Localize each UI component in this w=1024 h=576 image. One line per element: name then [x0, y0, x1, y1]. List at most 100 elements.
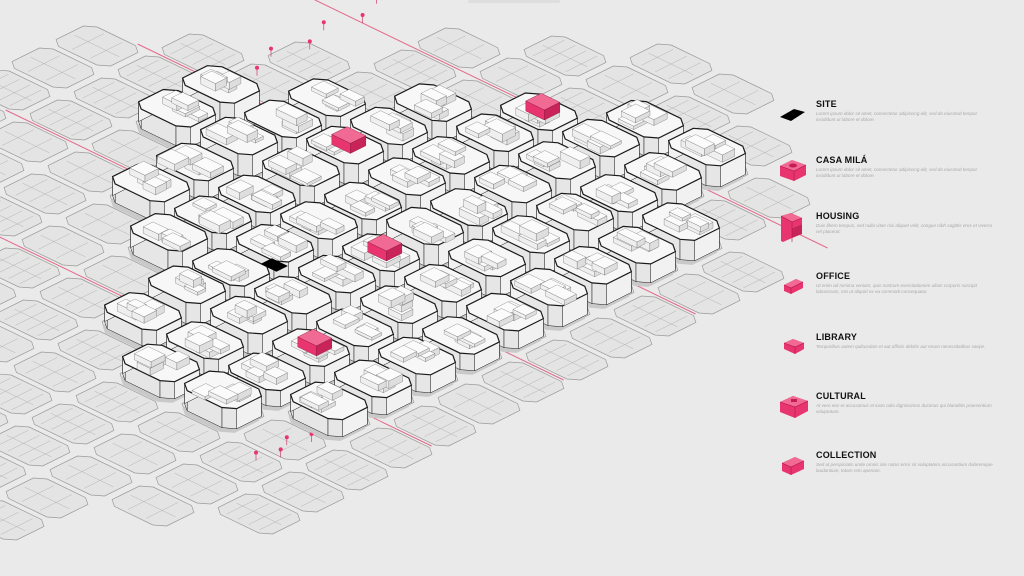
- background-block: [0, 299, 79, 341]
- mass-roof: [549, 196, 577, 211]
- legend-title: CASA MILÁ: [816, 155, 868, 165]
- mass-roof: [249, 352, 280, 367]
- plot-line: [0, 345, 16, 354]
- plot-line: [94, 390, 140, 414]
- plot-line: [368, 436, 414, 460]
- block-outline: [0, 282, 17, 305]
- mass-roof: [620, 103, 651, 119]
- mass-roof: [191, 383, 220, 397]
- plot-line: [14, 308, 60, 332]
- block-outline: [0, 152, 25, 183]
- plot-line: [102, 264, 148, 288]
- mass-roof: [165, 350, 190, 363]
- mass-roof: [300, 392, 329, 406]
- mass-roof: [508, 172, 538, 188]
- building-blocks: [102, 65, 747, 441]
- mass-roof: [226, 179, 254, 193]
- block-wall: [159, 380, 175, 400]
- mass-roof: [412, 222, 444, 238]
- mass-roof: [668, 207, 692, 219]
- plot-line: [236, 502, 282, 526]
- background-block: [0, 325, 35, 363]
- mass-roof: [320, 217, 345, 230]
- background-block: [137, 411, 221, 453]
- mass-roof: [519, 219, 550, 234]
- plot-line: [58, 286, 104, 310]
- mass-roof: [290, 168, 322, 184]
- plot-line: [324, 458, 370, 482]
- plot-line: [348, 80, 394, 104]
- pin-marker: [255, 65, 259, 76]
- plot-line: [560, 96, 606, 120]
- mass-roof: [251, 190, 283, 205]
- background-block: [261, 471, 345, 513]
- block-outline: [0, 121, 69, 163]
- block-wall: [221, 407, 237, 430]
- background-block: [0, 455, 27, 488]
- site-icon: [780, 109, 805, 121]
- block-wall: [327, 418, 343, 438]
- background-block: [0, 425, 71, 467]
- background-block: [13, 351, 97, 393]
- block-wall: [415, 373, 431, 394]
- background-block: [0, 196, 43, 237]
- plot-line: [74, 34, 120, 58]
- background-block: [5, 477, 89, 519]
- background-block: [243, 419, 327, 461]
- plot-line: [48, 108, 94, 132]
- pin-head: [255, 65, 259, 70]
- mass-roof: [265, 285, 291, 298]
- background-block: [657, 273, 741, 315]
- mass-roof: [443, 323, 472, 337]
- mass-roof: [133, 346, 166, 362]
- plot-line: [112, 442, 158, 466]
- background-block: [3, 173, 87, 215]
- block-outline: [0, 69, 51, 111]
- building-block: [136, 88, 217, 151]
- highlight-casa-roof: [525, 93, 561, 111]
- plot-line: [30, 56, 76, 80]
- mass-roof: [463, 195, 487, 207]
- plot-line: [0, 377, 11, 384]
- mass-roof: [208, 385, 239, 400]
- background-block: [481, 361, 565, 403]
- block-wall: [247, 332, 263, 356]
- plot-line: [286, 50, 332, 74]
- block-outline: [0, 196, 43, 237]
- legend-title: LIBRARY: [816, 332, 858, 342]
- background-block: [0, 247, 61, 289]
- background-block: [217, 493, 301, 535]
- block-outline: [0, 412, 9, 427]
- background-block: [305, 449, 389, 491]
- background-block: [57, 329, 141, 371]
- building-block: [154, 142, 235, 203]
- building-block: [182, 370, 263, 433]
- block-wall: [371, 396, 387, 416]
- mass-roof: [371, 192, 400, 207]
- pin-marker: [307, 39, 312, 50]
- library-icon: [783, 339, 805, 354]
- pin-marker: [376, 0, 377, 4]
- mass-roof: [437, 138, 467, 153]
- plot-line: [84, 212, 130, 236]
- plot-line: [76, 338, 122, 362]
- mass-roof: [413, 99, 444, 114]
- plot-line: [588, 326, 634, 350]
- mass-roof: [595, 184, 621, 197]
- collection-icon: [781, 457, 805, 475]
- block-wall: [679, 239, 695, 262]
- mass-roof: [275, 103, 308, 119]
- plot-line: [68, 464, 114, 488]
- block-wall: [547, 304, 563, 328]
- casa-mila-icon: [779, 160, 807, 181]
- pin-marker: [254, 450, 258, 461]
- mass-roof: [157, 148, 190, 165]
- background-block: [75, 381, 159, 423]
- mass-roof: [131, 304, 158, 317]
- plot-line: [22, 182, 68, 206]
- background-block: [199, 441, 283, 483]
- mass-roof: [287, 146, 313, 159]
- background-block: [111, 485, 195, 527]
- legend-item-site: SITE Lorem ipsum dolor sit amet, consect…: [778, 99, 1018, 150]
